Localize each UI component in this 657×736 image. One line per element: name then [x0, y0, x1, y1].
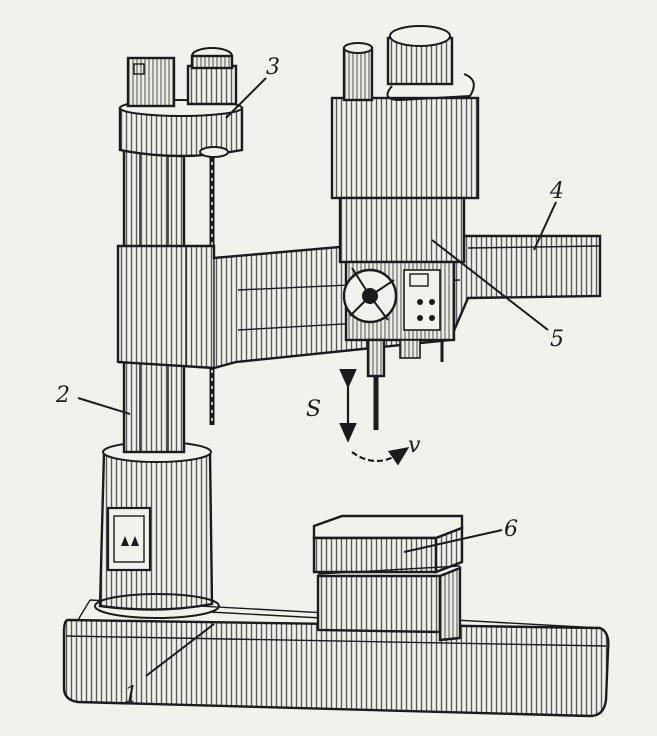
speed-label: v — [408, 433, 421, 458]
leader-column-top — [225, 77, 267, 119]
work-table — [312, 514, 464, 642]
callout-3: 3 — [266, 55, 280, 80]
callout-1: 1 — [124, 683, 138, 708]
feed-label: S — [306, 397, 321, 422]
control-panel-box — [106, 506, 152, 572]
column-top-gearbox — [118, 47, 244, 158]
drill-head — [330, 25, 480, 430]
callout-2: 2 — [55, 383, 70, 408]
column-lower-housing — [94, 441, 220, 619]
machine-base — [62, 599, 610, 718]
leader-base — [145, 623, 215, 677]
rotation-arrow — [351, 446, 410, 466]
callout-6: 6 — [504, 517, 518, 542]
leader-arm — [533, 201, 557, 251]
leader-table — [403, 529, 503, 553]
callout-5: 5 — [550, 327, 564, 352]
leader-column — [77, 397, 131, 415]
leader-drill-head — [431, 239, 549, 331]
callout-4: 4 — [549, 179, 564, 204]
